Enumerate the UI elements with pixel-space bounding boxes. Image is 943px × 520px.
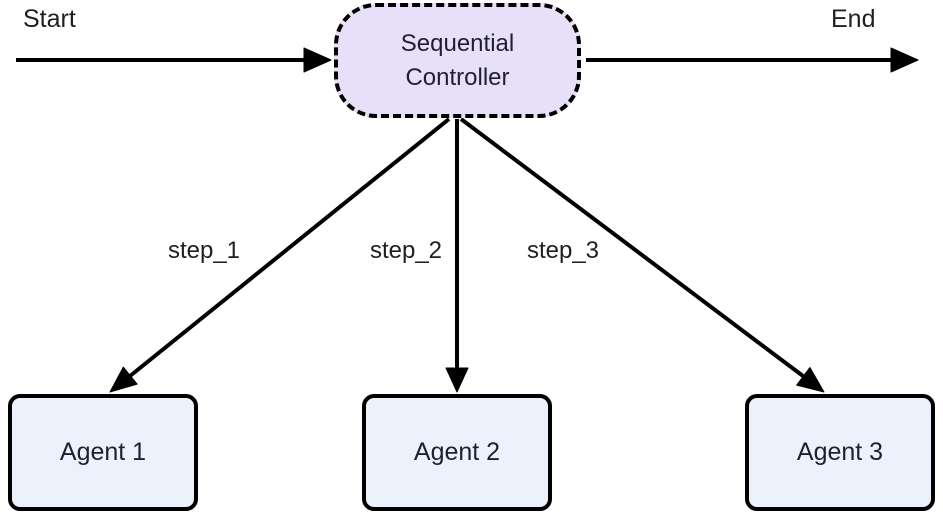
edge-controller-to-agent1	[128, 117, 451, 378]
edge-label-step-1: step_1	[165, 237, 243, 265]
sequential-controller-node: Sequential Controller	[334, 3, 581, 118]
agent-1-label: Agent 1	[59, 438, 147, 466]
arrowhead-controller-to-agent3	[796, 367, 825, 393]
arrowhead-controller-to-agent1	[109, 366, 138, 393]
sequential-controller-label: Sequential Controller	[400, 29, 515, 91]
arrowhead-controller-to-agent2	[445, 367, 469, 393]
agent-3-label: Agent 3	[796, 438, 884, 466]
agent-2-node: Agent 2	[362, 394, 552, 511]
edge-label-step-2: step_2	[367, 237, 445, 265]
edge-label-step-3: step_3	[524, 237, 602, 265]
agent-1-node: Agent 1	[8, 394, 198, 511]
agent-3-node: Agent 3	[745, 394, 935, 511]
end-label: End	[831, 5, 876, 33]
arrowhead-controller-to-end	[890, 47, 919, 73]
arrowhead-start-to-controller	[303, 47, 332, 73]
start-label: Start	[23, 5, 76, 33]
agent-2-label: Agent 2	[413, 438, 501, 466]
edge-controller-to-agent3	[459, 117, 805, 378]
